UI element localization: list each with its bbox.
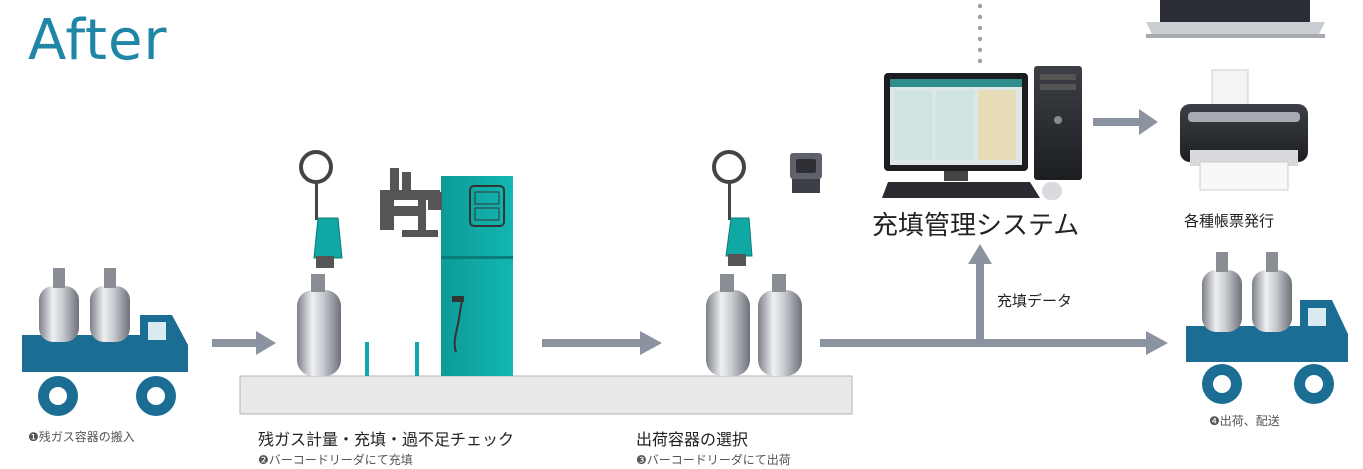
flow-arrows <box>212 109 1168 355</box>
computer-monitor-icon <box>884 73 1028 181</box>
laptop-icon <box>1146 0 1325 38</box>
arrow-right-3 <box>820 331 1168 355</box>
keyboard-icon <box>882 182 1062 200</box>
fill-data-label: 充填データ <box>997 292 1073 310</box>
gas-cylinder-icon <box>297 274 341 376</box>
step4-caption: ❹出荷、配送 <box>1209 414 1280 428</box>
page-title: After <box>28 8 168 73</box>
filling-machine-icon <box>380 168 513 376</box>
pc-tower-icon <box>1034 66 1082 180</box>
barcode-reader-icon <box>790 153 822 193</box>
step1-caption: ❶残ガス容器の搬入 <box>28 430 135 444</box>
gas-cylinders-middle <box>706 274 802 376</box>
step2-caption: ❷バーコードリーダにて充填 <box>258 453 413 467</box>
printer-icon <box>1180 69 1308 191</box>
arrow-up-data <box>968 244 992 343</box>
step3-caption: ❸バーコードリーダにて出荷 <box>636 453 791 467</box>
conveyor-platform <box>239 375 853 415</box>
step2-title: 残ガス計量・充填・過不足チェック <box>258 430 515 449</box>
print-label: 各種帳票発行 <box>1184 212 1275 230</box>
system-label: 充填管理システム <box>872 211 1080 241</box>
teal-post-1 <box>365 342 369 376</box>
truck-right-icon <box>1186 252 1348 404</box>
arrow-right-printer <box>1093 109 1158 135</box>
scale-hook-icon <box>299 150 343 268</box>
truck-left-icon <box>22 268 188 416</box>
teal-post-2 <box>415 342 419 376</box>
scale-hook-icon-2 <box>712 150 753 266</box>
network-dotted-line <box>977 3 983 64</box>
arrow-right-1 <box>212 331 276 355</box>
step3-title: 出荷容器の選択 <box>636 430 749 449</box>
arrow-right-2 <box>542 331 662 355</box>
